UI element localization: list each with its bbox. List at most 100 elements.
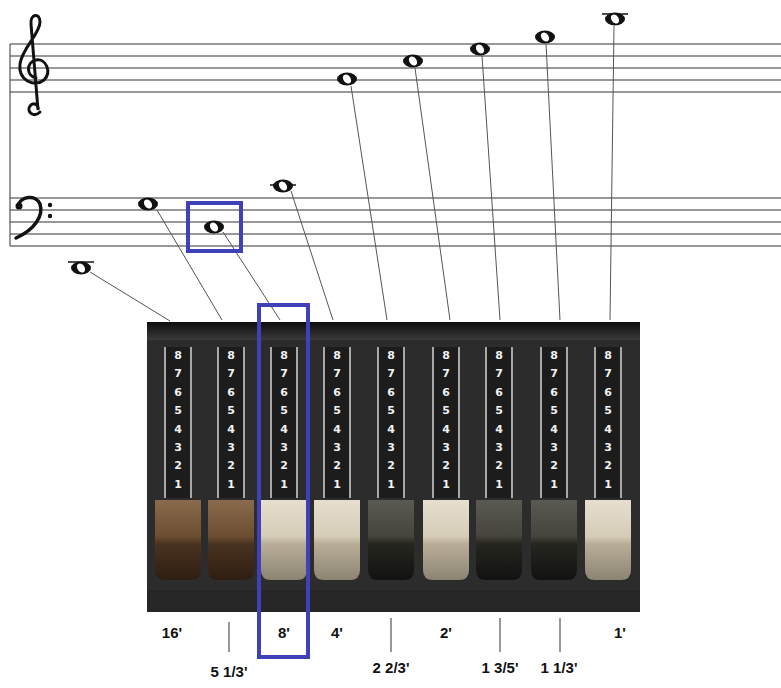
drawbar-number: 1 bbox=[219, 476, 243, 494]
staff-line bbox=[10, 68, 781, 69]
drawbar-number: 4 bbox=[272, 421, 296, 439]
drawbar-number: 6 bbox=[542, 384, 566, 402]
staff-line bbox=[10, 92, 781, 93]
drawbar-number: 3 bbox=[325, 439, 349, 457]
drawbar-number: 3 bbox=[487, 439, 511, 457]
drawbar-number: 1 bbox=[542, 476, 566, 494]
drawbar-number: 8 bbox=[487, 347, 511, 365]
footage-label: 1 3/5' bbox=[481, 659, 520, 676]
footage-label: 5 1/3' bbox=[210, 663, 249, 680]
drawbar-number: 6 bbox=[219, 384, 243, 402]
leader-line bbox=[482, 56, 500, 320]
system-line bbox=[10, 44, 11, 246]
drawbar-number: 2 bbox=[596, 457, 620, 475]
drawbar-knob bbox=[476, 500, 522, 580]
ledger-lines bbox=[68, 14, 628, 262]
drawbar-knob bbox=[208, 500, 254, 580]
drawbar-number: 3 bbox=[434, 439, 458, 457]
whole-note bbox=[337, 73, 357, 86]
drawbar-knob bbox=[531, 500, 577, 580]
tick-line bbox=[229, 622, 230, 652]
drawbar-number: 8 bbox=[542, 347, 566, 365]
drawbar-number: 1 bbox=[487, 476, 511, 494]
drawbar-number: 5 bbox=[487, 402, 511, 420]
drawbar-number: 6 bbox=[166, 384, 190, 402]
treble-clef bbox=[20, 15, 48, 114]
drawbar-number: 3 bbox=[379, 439, 403, 457]
whole-note bbox=[204, 221, 224, 234]
bass-clef-dot bbox=[48, 214, 52, 218]
drawbar-number: 4 bbox=[166, 421, 190, 439]
staff-line bbox=[10, 80, 781, 81]
footage-label: 2' bbox=[439, 624, 453, 641]
drawbar-number: 6 bbox=[487, 384, 511, 402]
drawbar-number: 4 bbox=[487, 421, 511, 439]
staff-line bbox=[10, 198, 781, 199]
bass-clef bbox=[16, 197, 41, 238]
tick-line bbox=[391, 618, 392, 652]
drawbar-slot: 87654321 bbox=[485, 347, 513, 498]
footage-label: 1' bbox=[613, 624, 627, 641]
staff-line bbox=[10, 234, 781, 235]
drawbar-number: 4 bbox=[379, 421, 403, 439]
drawbar-number: 7 bbox=[542, 365, 566, 383]
drawbar-slot: 87654321 bbox=[323, 347, 351, 498]
drawbar-knobs bbox=[155, 500, 631, 580]
footage-label: 8' bbox=[277, 624, 291, 641]
drawbar-number: 6 bbox=[596, 384, 620, 402]
bass-clef bbox=[16, 203, 23, 210]
leader-lines bbox=[90, 26, 614, 321]
drawbar-knob bbox=[261, 500, 307, 580]
drawbar-number: 6 bbox=[379, 384, 403, 402]
drawbar-slot: 87654321 bbox=[540, 347, 568, 498]
whole-note bbox=[605, 13, 625, 26]
drawbar-number: 5 bbox=[596, 402, 620, 420]
drawbar-number: 7 bbox=[379, 365, 403, 383]
drawbar-number: 8 bbox=[166, 347, 190, 365]
drawbar-number: 2 bbox=[542, 457, 566, 475]
drawbar-number: 7 bbox=[434, 365, 458, 383]
drawbar-number: 5 bbox=[542, 402, 566, 420]
staff-line bbox=[10, 56, 781, 57]
drawbar-number: 8 bbox=[596, 347, 620, 365]
drawbar-number: 6 bbox=[325, 384, 349, 402]
drawbar-number: 1 bbox=[325, 476, 349, 494]
drawbar-slot: 87654321 bbox=[594, 347, 622, 498]
drawbar-number: 5 bbox=[325, 402, 349, 420]
drawbar-number: 1 bbox=[596, 476, 620, 494]
drawbar-knob bbox=[423, 500, 469, 580]
highlight-box bbox=[188, 203, 241, 251]
tick-line bbox=[500, 618, 501, 652]
drawbar-number: 1 bbox=[272, 476, 296, 494]
drawbar-knob bbox=[314, 500, 360, 580]
drawbar-number: 3 bbox=[272, 439, 296, 457]
drawbar-number: 8 bbox=[434, 347, 458, 365]
drawbar-number: 5 bbox=[166, 402, 190, 420]
drawbar-number: 4 bbox=[434, 421, 458, 439]
footage-label: 1 1/3' bbox=[540, 659, 579, 676]
drawbar-number: 2 bbox=[487, 457, 511, 475]
drawbar-number: 5 bbox=[379, 402, 403, 420]
drawbar-number: 3 bbox=[166, 439, 190, 457]
drawbar-slot: 87654321 bbox=[432, 347, 460, 498]
drawbar-knob bbox=[368, 500, 414, 580]
drawbar-number: 2 bbox=[166, 457, 190, 475]
staff-line bbox=[10, 222, 781, 223]
staff-line bbox=[10, 246, 781, 247]
leader-line bbox=[291, 191, 333, 320]
drawbar-number: 7 bbox=[487, 365, 511, 383]
drawbar-number: 2 bbox=[219, 457, 243, 475]
footage-label: 16' bbox=[161, 624, 183, 641]
whole-notes bbox=[71, 13, 625, 275]
drawbar-slot: 87654321 bbox=[164, 347, 192, 498]
drawbar-slot: 87654321 bbox=[217, 347, 245, 498]
bass-clef-dot bbox=[48, 203, 52, 207]
staff-line bbox=[10, 210, 781, 211]
leader-line bbox=[610, 26, 614, 320]
whole-note bbox=[535, 31, 555, 44]
drawbar-number: 3 bbox=[596, 439, 620, 457]
drawbar-number: 2 bbox=[325, 457, 349, 475]
drawbar-knob bbox=[585, 500, 631, 580]
drawbar-number: 6 bbox=[434, 384, 458, 402]
